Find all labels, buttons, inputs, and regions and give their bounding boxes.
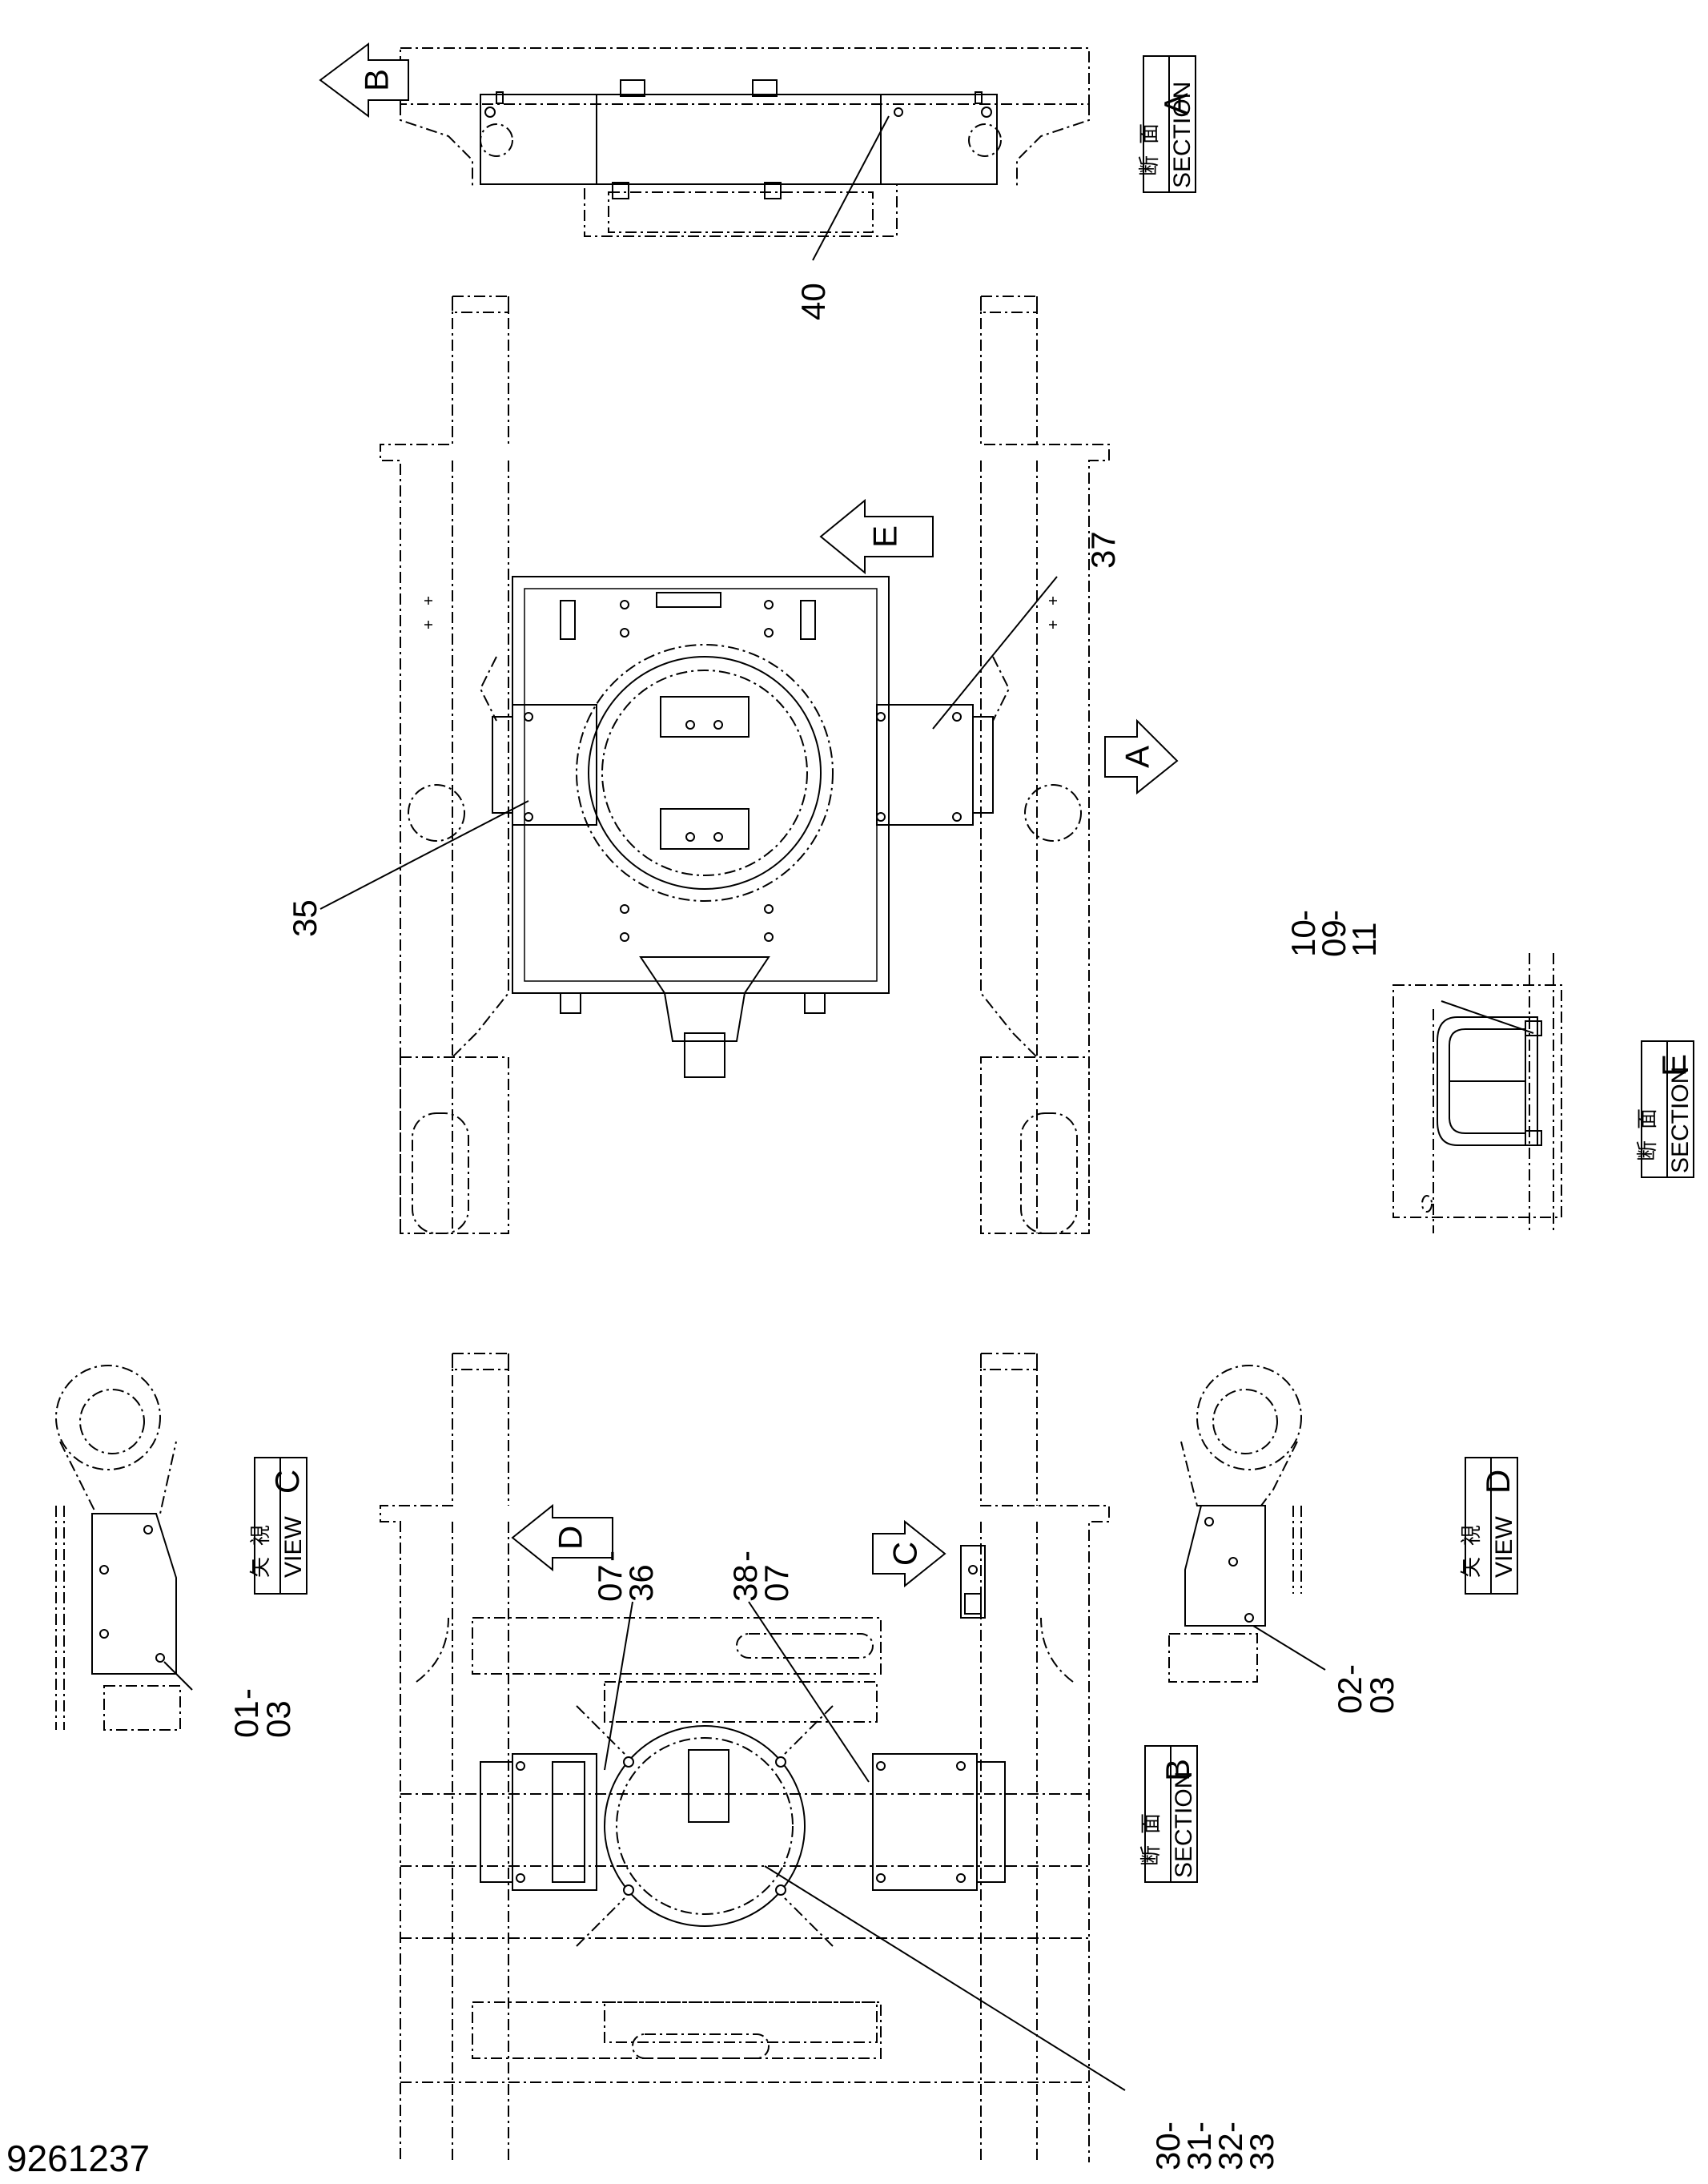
arrow-d-label: D xyxy=(552,1526,589,1550)
arrow-b-marker: B xyxy=(319,42,409,118)
svg-text:VIEW: VIEW xyxy=(280,1516,307,1578)
callout-33: 33 xyxy=(1243,2133,1280,2170)
section-e-label: 断 面 SECTION E xyxy=(1636,1040,1694,1178)
svg-text:-: - xyxy=(1212,2122,1249,2133)
svg-text:面: 面 xyxy=(1636,1108,1660,1129)
arrow-a-marker: A xyxy=(1104,718,1179,795)
part-callouts: 40 37 35 10 - 09 - 11 07 - 36 38 - 07 01… xyxy=(227,283,1401,2170)
callout-03-b: 03 xyxy=(1363,1676,1401,1714)
svg-text:-: - xyxy=(1331,1664,1368,1675)
arrow-e-marker: E xyxy=(819,498,934,575)
arrow-c-label: C xyxy=(886,1542,924,1566)
callout-07-b: 07 xyxy=(758,1564,795,1602)
svg-text:SECTION: SECTION xyxy=(1171,1772,1197,1878)
svg-text:-: - xyxy=(726,1551,764,1562)
callout-03-a: 03 xyxy=(259,1700,297,1738)
arrow-b-label: B xyxy=(358,69,396,91)
svg-text:VIEW: VIEW xyxy=(1491,1516,1517,1578)
svg-text:-: - xyxy=(1284,910,1322,921)
callout-30: 30 xyxy=(1149,2133,1187,2170)
view-d-label: 矢 視 VIEW D xyxy=(1460,1457,1518,1595)
svg-text:-: - xyxy=(1180,2122,1218,2133)
svg-text:断: 断 xyxy=(1139,1845,1163,1866)
svg-text:断: 断 xyxy=(1138,155,1162,176)
svg-text:B: B xyxy=(1159,1759,1196,1781)
svg-text:SECTION: SECTION xyxy=(1667,1067,1694,1173)
svg-text:矢: 矢 xyxy=(1460,1557,1484,1578)
svg-text:視: 視 xyxy=(1460,1525,1484,1546)
callout-11: 11 xyxy=(1345,922,1383,957)
section-e-drawing xyxy=(1393,953,1562,1233)
view-c-drawing xyxy=(55,1365,181,1731)
callout-10: 10 xyxy=(1284,919,1322,957)
svg-text:D: D xyxy=(1479,1470,1517,1494)
svg-text:面: 面 xyxy=(1138,123,1162,144)
callout-01: 01 xyxy=(227,1700,265,1738)
svg-text:視: 視 xyxy=(249,1525,273,1546)
svg-text:-: - xyxy=(591,1551,629,1562)
callout-36: 36 xyxy=(622,1564,660,1602)
arrow-c-marker: C xyxy=(872,1519,946,1588)
callout-32: 32 xyxy=(1212,2133,1249,2170)
svg-text:面: 面 xyxy=(1139,1813,1163,1834)
arrow-d-marker: D xyxy=(511,1503,613,1572)
svg-text:矢: 矢 xyxy=(249,1557,273,1578)
callout-07-a: 07 xyxy=(591,1564,629,1602)
svg-text:-: - xyxy=(1315,910,1352,921)
callout-37: 37 xyxy=(1084,531,1122,569)
svg-text:C: C xyxy=(268,1470,306,1494)
svg-text:A: A xyxy=(1157,93,1195,115)
svg-text:E: E xyxy=(1655,1054,1693,1076)
svg-text:SECTION: SECTION xyxy=(1169,82,1196,188)
callout-09: 09 xyxy=(1315,919,1352,957)
callout-02: 02 xyxy=(1331,1676,1368,1714)
leader-lines xyxy=(163,115,1534,2091)
callout-40: 40 xyxy=(794,283,832,320)
section-b-drawing xyxy=(380,1353,1110,2162)
svg-text:断: 断 xyxy=(1636,1140,1660,1161)
svg-text:-: - xyxy=(1149,2122,1187,2133)
arrow-e-label: E xyxy=(866,525,904,548)
callout-35: 35 xyxy=(286,899,324,937)
svg-text:-: - xyxy=(227,1688,265,1699)
section-a-label: 断 面 SECTION A xyxy=(1138,55,1196,193)
view-d-drawing xyxy=(1168,1365,1302,1683)
section-a-drawing xyxy=(400,47,1090,237)
callout-38: 38 xyxy=(726,1564,764,1602)
arrow-a-label: A xyxy=(1119,746,1156,768)
document-number: 9261237 xyxy=(6,2138,151,2179)
callout-31: 31 xyxy=(1180,2133,1218,2170)
upper-frame-drawing xyxy=(380,296,1110,1234)
view-c-label: 矢 視 VIEW C xyxy=(249,1457,307,1595)
section-b-label: 断 面 SECTION B xyxy=(1139,1745,1198,1883)
